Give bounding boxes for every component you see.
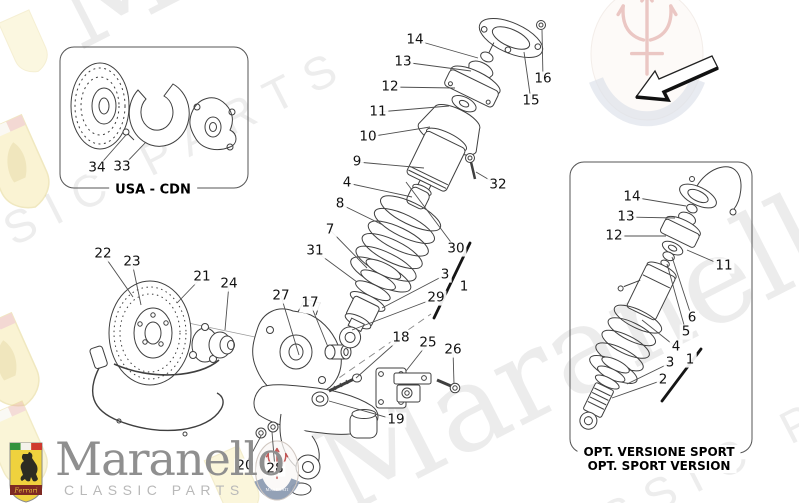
sport-caption-line1: OPT. VERSIONE SPORT [577, 445, 741, 459]
knuckle-bushing [324, 344, 352, 360]
ferrari-shield-logo: Ferrari [9, 442, 43, 503]
sport-shock-assembly [579, 183, 717, 430]
brand-logo-subtext: CLASSIC PARTS [64, 482, 245, 498]
abs-sensor-cable [89, 345, 224, 437]
sensor-bracket [375, 367, 432, 409]
flange-nut [536, 20, 546, 30]
sport-box [569, 161, 753, 454]
front-shock-assembly [339, 42, 501, 349]
usa-cdn-box [59, 46, 249, 189]
ferrari-text: Ferrari [13, 487, 37, 495]
brand-logo-text: Maranello [55, 432, 285, 486]
usa-dust-shield [128, 83, 190, 147]
usa-cdn-caption: USA - CDN [109, 182, 197, 198]
bracket-bolt [436, 378, 461, 394]
sport-sensor-wire [689, 166, 742, 216]
maserati-trident-watermark [589, 0, 705, 127]
brake-disc [108, 280, 192, 386]
maserati-text: MASERATI [266, 487, 289, 492]
usa-brake-disc [70, 62, 130, 150]
shock-side-bolt [465, 153, 477, 180]
wheel-hub [189, 323, 235, 363]
usa-shield-bolt [122, 128, 135, 141]
sport-caption-line2: OPT. SPORT VERSION [581, 459, 737, 473]
arm-bushing [311, 391, 329, 407]
direction-arrow [634, 55, 719, 103]
usa-steering-knuckle [189, 97, 237, 151]
